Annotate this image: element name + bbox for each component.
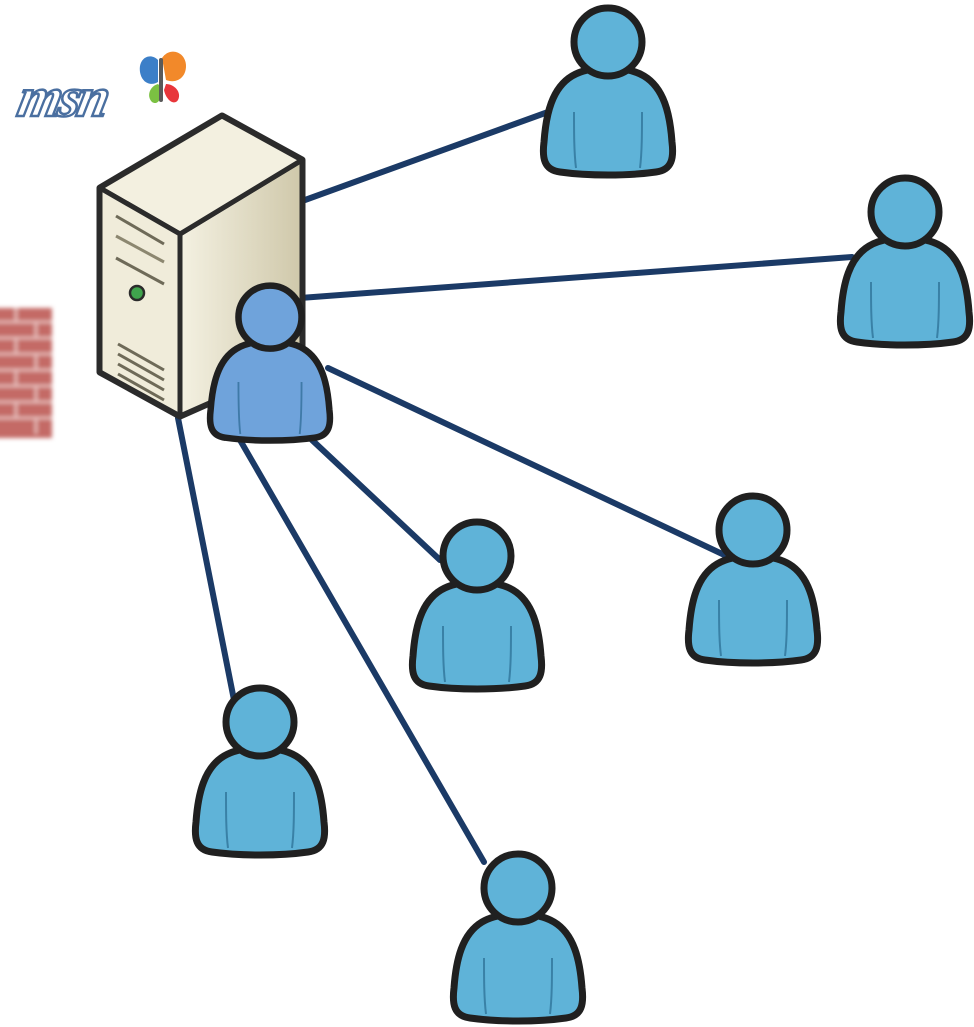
firewall-brick-wall <box>0 308 52 438</box>
user-icon <box>195 688 324 855</box>
connection-line <box>302 109 551 203</box>
server-front-details <box>115 214 165 402</box>
connection-lines <box>175 109 855 865</box>
user-icon <box>453 854 582 1021</box>
msn-logo: msn <box>11 51 186 130</box>
user-icon <box>688 496 817 663</box>
connection-line <box>237 437 487 865</box>
butterfly-icon <box>139 51 186 104</box>
user-icon <box>412 522 541 689</box>
msn-logo-text: msn <box>13 68 114 129</box>
connection-line <box>175 415 238 708</box>
user-icon <box>543 8 672 175</box>
connection-line <box>309 437 443 563</box>
users <box>195 8 969 1021</box>
connection-line <box>325 365 738 563</box>
user-icon <box>840 178 969 345</box>
connection-line <box>297 254 855 301</box>
server-power-led <box>128 284 146 302</box>
